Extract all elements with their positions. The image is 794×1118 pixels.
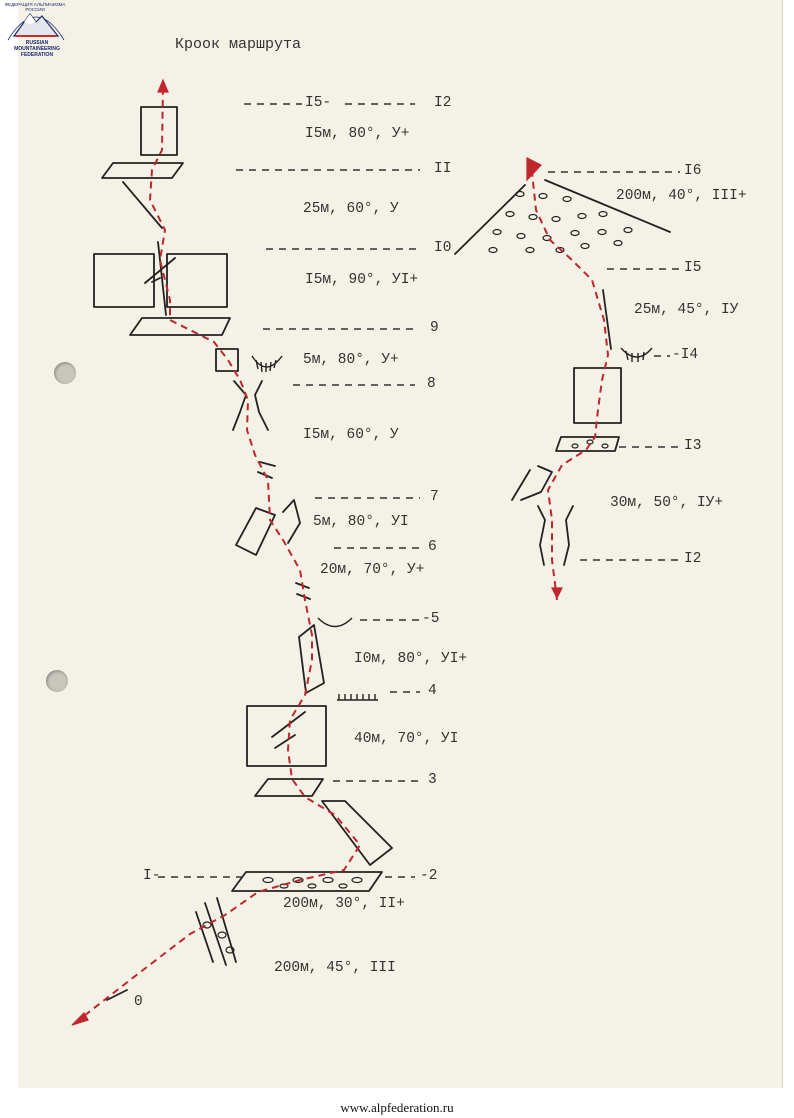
marker-label: I2 <box>684 551 702 567</box>
mountain-logo-icon <box>7 12 65 41</box>
pitch-label: 40м, 70°, УI <box>354 731 459 747</box>
route-line <box>74 84 610 1024</box>
footer-url[interactable]: www.alpfederation.ru <box>340 1100 454 1115</box>
marker-label: I5 <box>684 260 702 276</box>
marker-label: 6 <box>428 539 437 555</box>
logo-line: MOUNTAINEERING <box>14 46 60 52</box>
hold-ovals <box>202 190 633 954</box>
pitch-label: 25м, 45°, IУ <box>634 302 739 318</box>
federation-logo: ФЕДЕРАЦИЯ АЛЬПИНИЗМА РОССИИ RUSSIAN MOUN… <box>0 0 72 58</box>
marker-label: I3 <box>684 438 702 454</box>
marker-lines <box>158 103 680 878</box>
marker-label: 7 <box>430 489 439 505</box>
pitch-label: 200м, 45°, III <box>274 960 396 976</box>
pitch-label: 200м, 30°, II+ <box>283 896 405 912</box>
marker-label: 0 <box>134 994 143 1010</box>
marker-label: II <box>434 161 452 177</box>
marker-label: -I4 <box>672 347 699 363</box>
rock-features <box>93 106 671 1001</box>
marker-label: 9 <box>430 320 439 336</box>
pitch-label: 200м, 40°, III+ <box>616 188 747 204</box>
punch-hole <box>54 362 76 384</box>
marker-label: 4 <box>428 683 437 699</box>
pitch-label: I5м, 80°, У+ <box>305 126 410 142</box>
pitch-label: 20м, 70°, У+ <box>320 562 425 578</box>
route-arrows <box>71 78 563 1026</box>
page-title: Кроок маршрута <box>175 36 302 53</box>
marker-label: 8 <box>427 376 436 392</box>
logo-line: RUSSIAN <box>25 40 49 46</box>
logo-line: FEDERATION <box>20 52 54 58</box>
pitch-label: 30м, 50°, IУ+ <box>610 495 724 511</box>
pitch-label: I5м, 60°, У <box>303 427 399 443</box>
logo-arc-text: ФЕДЕРАЦИЯ АЛЬПИНИЗМА РОССИИ <box>4 2 66 12</box>
marker-label: 3 <box>428 772 437 788</box>
marker-label: -2 <box>420 868 438 884</box>
summit-flag-icon <box>526 157 542 182</box>
punch-hole <box>46 670 68 692</box>
marker-label: I2 <box>434 95 452 111</box>
pitch-label: I0м, 80°, УI+ <box>354 651 468 667</box>
pitch-label: 25м, 60°, У <box>303 201 399 217</box>
pitch-label: 5м, 80°, УI <box>313 514 409 530</box>
marker-label: I0 <box>434 240 452 256</box>
arrow-up-icon <box>157 78 169 93</box>
marker-label: I- <box>143 868 161 884</box>
pitch-label: 5м, 80°, У+ <box>303 352 399 368</box>
marker-label: I6 <box>684 163 702 179</box>
pitch-label: I5м, 90°, УI+ <box>305 272 419 288</box>
paper-sheet <box>18 0 783 1088</box>
marker-label: -5 <box>422 611 440 627</box>
overhang-marks <box>251 347 653 701</box>
marker-label: I5- <box>305 95 332 111</box>
arrow-right-route-icon <box>551 587 563 600</box>
arrow-start-icon <box>71 1012 89 1026</box>
